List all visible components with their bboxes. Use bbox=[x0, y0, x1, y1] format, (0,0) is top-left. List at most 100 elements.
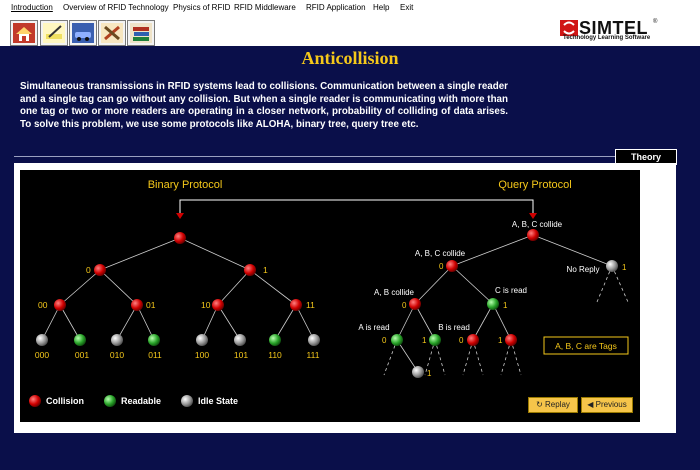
replay-button[interactable]: ↻ Replay bbox=[528, 397, 578, 413]
binary-leaf-001 bbox=[74, 334, 86, 346]
query-node-b bbox=[429, 334, 441, 346]
binary-label-10: 10 bbox=[201, 300, 211, 310]
tools-icon bbox=[101, 23, 123, 43]
menu-middleware[interactable]: RFID Middleware bbox=[234, 3, 296, 12]
simtel-logo: SIMTEL ® Technology Learning Software bbox=[558, 18, 662, 45]
menu-application[interactable]: RFID Application bbox=[306, 3, 366, 12]
page-title: Anticollision bbox=[301, 48, 399, 68]
binary-label-00: 00 bbox=[38, 300, 48, 310]
binary-root-node bbox=[174, 232, 186, 244]
binary-leaf-110 bbox=[269, 334, 281, 346]
binary-leaf-label: 111 bbox=[307, 350, 320, 360]
legend-collision-label: Collision bbox=[46, 396, 84, 406]
query-bit: 0 bbox=[402, 301, 407, 310]
query-label-c: C is read bbox=[495, 286, 527, 295]
logo-brand: SIMTEL bbox=[579, 18, 648, 38]
previous-button[interactable]: ◀ Previous bbox=[581, 397, 633, 413]
logo-tagline: Technology Learning Software bbox=[563, 35, 651, 41]
binary-tree-edges bbox=[41, 237, 315, 341]
binary-leaf-010 bbox=[111, 334, 123, 346]
query-protocol-title: Query Protocol bbox=[498, 179, 571, 191]
binary-leaf-000 bbox=[36, 334, 48, 346]
car-icon bbox=[72, 23, 94, 43]
binary-label-0: 0 bbox=[86, 265, 91, 275]
query-bit: 1 bbox=[427, 369, 432, 378]
vehicle-button[interactable] bbox=[69, 20, 97, 46]
notes-button[interactable] bbox=[40, 20, 68, 46]
query-label-b: B is read bbox=[438, 323, 470, 332]
chevron-left-icon: ◀ bbox=[587, 400, 594, 409]
query-node-c bbox=[487, 298, 499, 310]
query-dashed-branches bbox=[383, 265, 629, 376]
binary-node-10 bbox=[212, 299, 224, 311]
binary-leaf-101 bbox=[234, 334, 246, 346]
query-node-c0 bbox=[467, 334, 479, 346]
binary-leaf-011 bbox=[148, 334, 160, 346]
binary-label-11: 11 bbox=[306, 300, 315, 310]
replay-label: Replay bbox=[545, 400, 570, 409]
binary-leaf-label: 101 bbox=[234, 350, 248, 360]
legend-idle-label: Idle State bbox=[198, 396, 238, 406]
query-node-a bbox=[391, 334, 403, 346]
binary-label-01: 01 bbox=[146, 300, 156, 310]
menu-help[interactable]: Help bbox=[373, 3, 390, 12]
books-button[interactable] bbox=[127, 20, 155, 46]
binary-leaf-label: 010 bbox=[110, 350, 124, 360]
query-label-no-reply: No Reply bbox=[567, 265, 600, 274]
binary-label-1: 1 bbox=[263, 265, 268, 275]
anticollision-diagram: Binary Protocol Query Protocol 0 1 00 01… bbox=[20, 170, 640, 422]
binary-leaf-111 bbox=[308, 334, 320, 346]
legend-collision-swatch bbox=[29, 395, 41, 407]
binary-leaf-label: 011 bbox=[148, 350, 162, 360]
menu-exit[interactable]: Exit bbox=[400, 3, 414, 12]
toolbar bbox=[0, 18, 700, 46]
home-button[interactable] bbox=[10, 20, 38, 46]
query-bit: 1 bbox=[503, 301, 508, 310]
books-icon bbox=[130, 23, 152, 43]
menu-introduction[interactable]: Introduction bbox=[11, 3, 53, 12]
query-label-root: A, B, C collide bbox=[512, 220, 563, 229]
query-label-a: A is read bbox=[358, 323, 389, 332]
query-node-abc bbox=[446, 260, 458, 272]
binary-leaf-label: 100 bbox=[195, 350, 209, 360]
intro-paragraph: Simultaneous transmissions in RFID syste… bbox=[20, 81, 508, 130]
query-bit: 1 bbox=[422, 336, 427, 345]
tags-note-box bbox=[543, 336, 629, 355]
query-bit: 0 bbox=[459, 336, 464, 345]
query-bit: 1 bbox=[498, 336, 503, 345]
binary-node-0 bbox=[94, 264, 106, 276]
query-bit: 0 bbox=[439, 262, 444, 271]
binary-leaf-label: 110 bbox=[268, 350, 282, 360]
query-node-ab bbox=[409, 298, 421, 310]
pencil-icon bbox=[43, 23, 65, 43]
binary-node-11 bbox=[290, 299, 302, 311]
query-node-c1 bbox=[505, 334, 517, 346]
legend-idle-swatch bbox=[181, 395, 193, 407]
binary-protocol-title: Binary Protocol bbox=[148, 179, 223, 191]
previous-label: Previous bbox=[595, 400, 627, 409]
menu-bar: Introduction Overview of RFID Technology… bbox=[0, 0, 700, 19]
binary-node-00 bbox=[54, 299, 66, 311]
tags-note: A, B, C are Tags bbox=[555, 341, 617, 351]
query-node-no-reply bbox=[606, 260, 618, 272]
legend: Collision Readable Idle State bbox=[29, 395, 238, 407]
menu-physics[interactable]: Physics of RFID bbox=[173, 3, 231, 12]
legend-readable-label: Readable bbox=[121, 396, 161, 406]
tools-button[interactable] bbox=[98, 20, 126, 46]
query-label-abc: A, B, C collide bbox=[415, 249, 466, 258]
binary-leaf-label: 000 bbox=[35, 350, 49, 360]
query-root-node bbox=[527, 229, 539, 241]
home-icon bbox=[13, 23, 35, 43]
binary-leaf-100 bbox=[196, 334, 208, 346]
logo-registered: ® bbox=[653, 19, 658, 25]
query-node-bottom bbox=[412, 366, 424, 378]
menu-overview[interactable]: Overview of RFID Technology bbox=[63, 3, 169, 12]
query-bit: 0 bbox=[382, 336, 387, 345]
simtel-logo-icon bbox=[560, 20, 578, 36]
query-bit: 1 bbox=[622, 263, 627, 272]
binary-leaf-label: 001 bbox=[75, 350, 89, 360]
replay-icon: ↻ bbox=[536, 400, 543, 409]
binary-node-01 bbox=[131, 299, 143, 311]
query-tree-edges bbox=[396, 234, 613, 373]
query-label-ab: A, B collide bbox=[374, 288, 415, 297]
